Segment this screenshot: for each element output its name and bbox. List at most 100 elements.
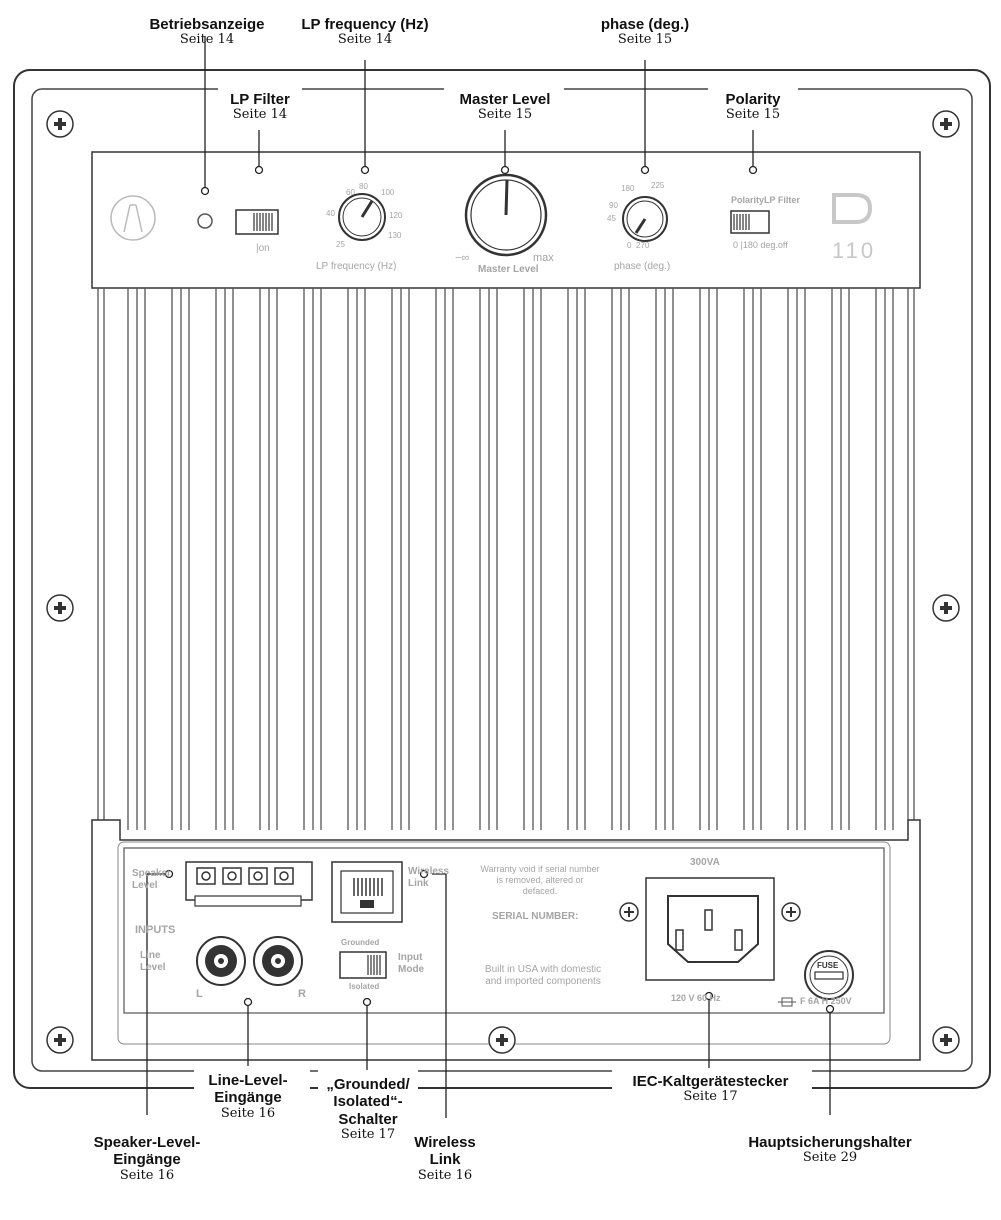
callout-title: Schalter (338, 1110, 398, 1128)
callout-lp-filter: LP Filter Seite 14 (210, 91, 310, 123)
callout-grounded: „Grounded/ Isolated“- Schalter Seite 17 (312, 1076, 424, 1143)
callout-title: phase (deg.) (600, 16, 690, 33)
callout-leaders (146, 36, 831, 1118)
callout-title: Master Level (459, 91, 551, 108)
phase-tick-0: 0 (627, 241, 632, 250)
outer-frame (13, 69, 991, 1089)
heatsink-fins (97, 288, 915, 830)
callout-line-level: Line-Level- Eingänge Seite 16 (188, 1072, 308, 1121)
grounded-isolated-switch[interactable] (339, 951, 387, 979)
master-min-label: −∞ (455, 252, 470, 264)
callout-page: Seite 29 (802, 1150, 858, 1166)
callout-page: Seite 16 (417, 1167, 473, 1183)
callout-title: Wireless (414, 1134, 476, 1151)
grounded-label: Grounded (341, 938, 380, 947)
model-number: 110 (832, 238, 877, 263)
label-mask (708, 84, 798, 128)
lp-frequency-panel-label: LP frequency (Hz) (316, 261, 397, 272)
lp-tick-40: 40 (326, 209, 335, 218)
line-level-panel-label: Line Level (140, 950, 166, 973)
lp-frequency-knob[interactable] (338, 193, 386, 241)
callout-master-level: Master Level Seite 15 (444, 91, 566, 123)
label-mask (612, 1068, 812, 1118)
phase-tick-270: 270 (636, 241, 650, 250)
callout-page: Seite 14 (232, 107, 288, 123)
lp-tick-80: 80 (359, 182, 368, 191)
lp-filter-switch-label: |on (256, 243, 270, 254)
fuse-symbol-icon (778, 997, 796, 1007)
fuse-holder[interactable] (804, 950, 854, 1000)
lp-tick-25: 25 (336, 240, 345, 249)
callout-title: IEC-Kaltgerätestecker (632, 1073, 789, 1090)
serial-number-label: SERIAL NUMBER: (492, 911, 579, 922)
callout-speaker-level: Speaker-Level- Eingänge Seite 16 (76, 1134, 218, 1183)
callout-lp-frequency: LP frequency (Hz) Seite 14 (285, 16, 445, 48)
isolated-label: Isolated (349, 982, 380, 991)
callout-title: LP frequency (Hz) (301, 16, 429, 33)
callout-page: Seite 17 (683, 1089, 738, 1105)
label-mask (444, 84, 564, 128)
lp-tick-120: 120 (389, 211, 403, 220)
phase-tick-180: 180 (621, 184, 635, 193)
power-rating-label: 300VA (690, 857, 720, 868)
callout-title: Eingänge (113, 1151, 181, 1169)
lp-tick-130: 130 (388, 231, 402, 240)
polarity-switch[interactable] (730, 210, 770, 234)
callout-title: Polarity (725, 91, 781, 108)
callout-iec: IEC-Kaltgerätestecker Seite 17 (608, 1073, 813, 1105)
voltage-label: 120 V 60 Hz (671, 993, 721, 1003)
phase-tick-225: 225 (651, 181, 665, 190)
lp-filter-switch[interactable] (235, 209, 279, 235)
callout-title: LP Filter (230, 91, 290, 108)
callout-title: Link (429, 1151, 461, 1169)
callout-page: Seite 15 (477, 107, 533, 123)
callout-title: Line-Level- (208, 1072, 288, 1089)
right-channel-label: R (298, 988, 306, 1000)
left-channel-label: L (196, 988, 203, 1000)
callout-page: Seite 14 (337, 32, 393, 48)
fuse-rating-label: F 6A H 250V (800, 996, 852, 1006)
callout-page: Seite 17 (340, 1126, 396, 1142)
built-in-usa-text: Built in USA with domestic and imported … (484, 964, 602, 987)
iec-power-inlet[interactable] (619, 877, 801, 981)
power-led (197, 213, 213, 229)
master-level-panel-label: Master Level (478, 264, 539, 275)
callout-title: Isolated“- (333, 1093, 403, 1111)
speaker-level-terminal[interactable] (185, 861, 313, 907)
lp-tick-60: 60 (346, 188, 355, 197)
wireless-link-jack[interactable] (331, 861, 403, 923)
phase-tick-90: 90 (609, 201, 618, 210)
phase-knob[interactable] (622, 196, 668, 242)
callout-wireless: Wireless Link Seite 16 (400, 1134, 490, 1183)
input-mode-label: Input Mode (398, 952, 425, 975)
speaker-level-panel-label: Speaker Level (132, 868, 171, 891)
label-mask (218, 84, 302, 128)
callout-hauptsicherung: Hauptsicherungshalter Seite 29 (725, 1134, 935, 1166)
callout-title: Speaker-Level- (93, 1134, 201, 1151)
warranty-text: Warranty void if serial number is remove… (480, 864, 600, 896)
callout-title: „Grounded/ (326, 1076, 410, 1093)
label-mask (194, 1066, 310, 1126)
callout-title: Betriebsanzeige (149, 16, 265, 33)
lp-tick-100: 100 (381, 188, 395, 197)
d-series-logo (832, 193, 873, 224)
inputs-panel-label: INPUTS (135, 924, 176, 936)
callout-title: Eingänge (214, 1089, 282, 1107)
callout-page: Seite 15 (725, 107, 781, 123)
callout-title: Hauptsicherungshalter (748, 1134, 912, 1151)
callout-dots (164, 165, 835, 1014)
master-level-knob[interactable] (464, 173, 548, 257)
polarity-sub-label: 0 |180 deg.off (733, 240, 788, 250)
master-max-label: max (533, 252, 554, 264)
callout-page: Seite 15 (617, 32, 673, 48)
phase-tick-45: 45 (607, 214, 616, 223)
line-level-rca-right[interactable] (253, 936, 303, 986)
callout-polarity: Polarity Seite 15 (704, 91, 802, 123)
callout-phase: phase (deg.) Seite 15 (580, 16, 710, 48)
line-level-rca-left[interactable] (196, 936, 246, 986)
callout-page: Seite 14 (179, 32, 235, 48)
fuse-text: FUSE (817, 961, 839, 970)
label-mask (318, 1070, 418, 1130)
polarity-panel-label: PolarityLP Filter (731, 195, 800, 205)
phase-panel-label: phase (deg.) (614, 261, 671, 272)
